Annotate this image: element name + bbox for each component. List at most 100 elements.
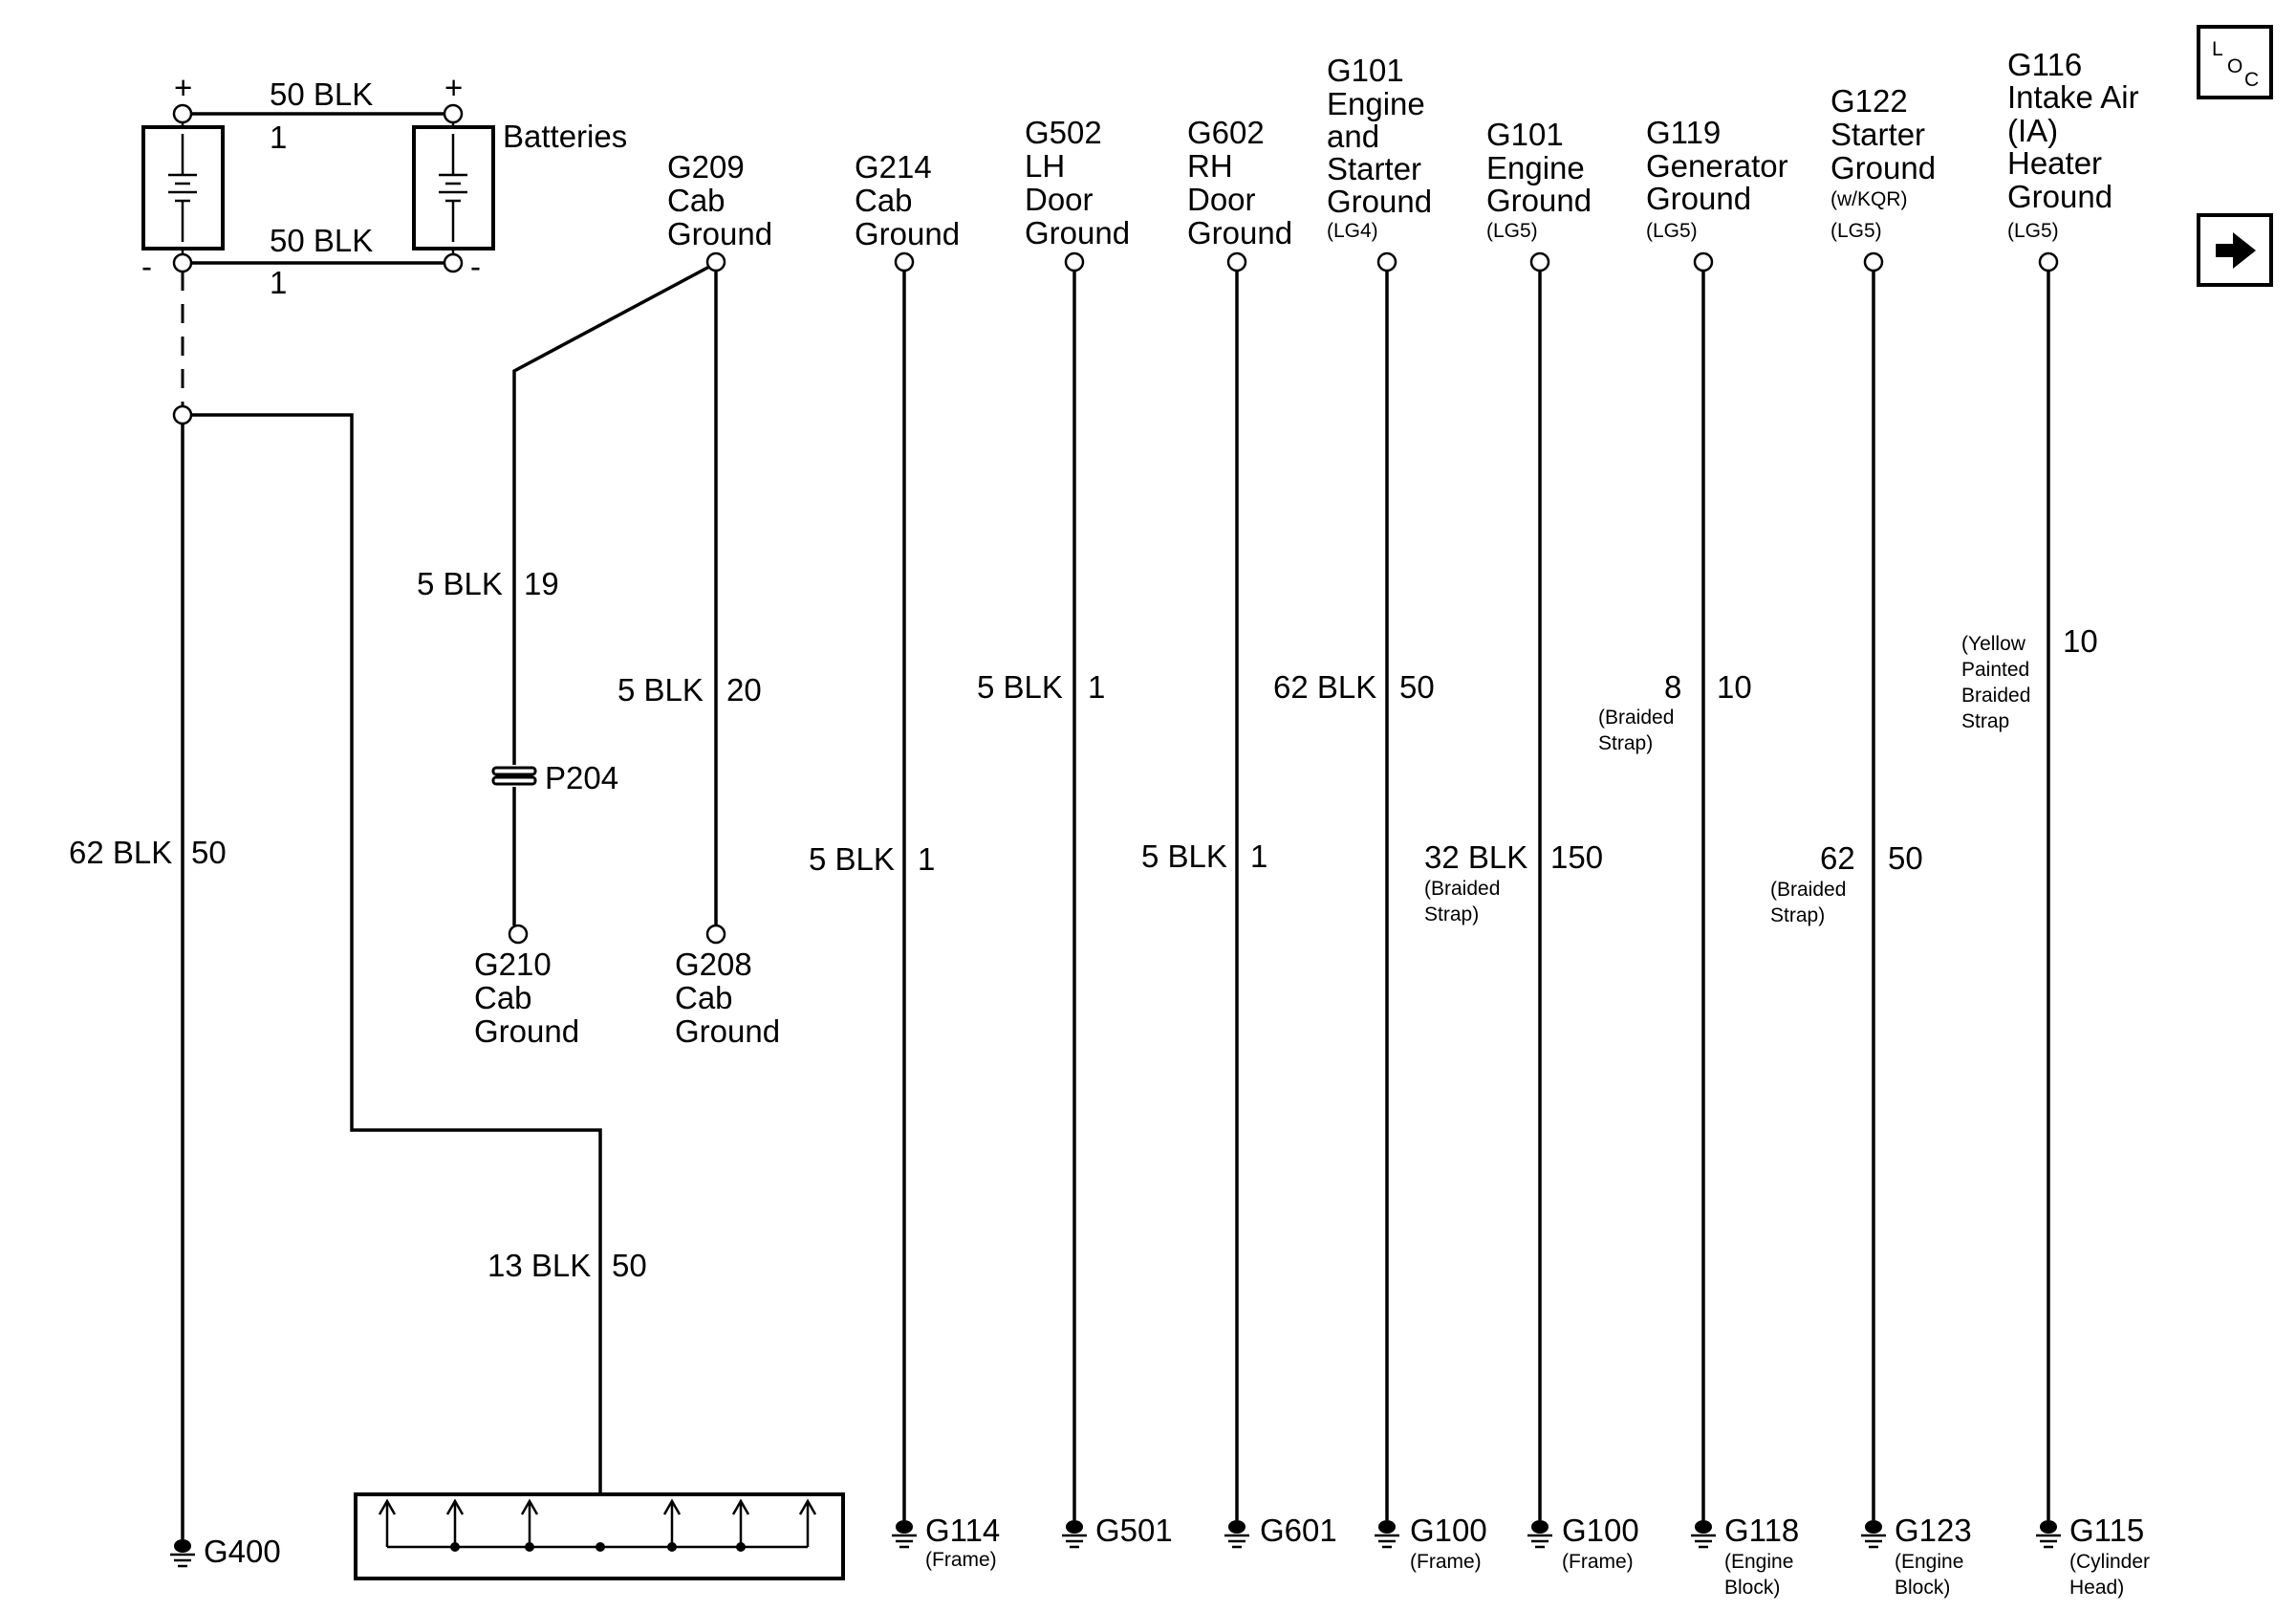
connector-p204: P204 xyxy=(545,760,618,795)
batteries-label: Batteries xyxy=(503,119,627,154)
ground-note: Head) xyxy=(2069,1577,2124,1599)
ground-symbol-icon xyxy=(2036,1520,2061,1549)
next-page-button[interactable] xyxy=(2197,213,2273,287)
ground-g501-label: G501 xyxy=(1095,1513,1173,1548)
terminal xyxy=(894,251,915,272)
inline-connector-icon xyxy=(491,766,537,786)
g119-id: G119 xyxy=(1646,115,1721,150)
location-view-button[interactable]: L O C xyxy=(2197,25,2273,99)
wire-circuit: 1 xyxy=(918,841,935,877)
wire-note: Strap) xyxy=(1598,732,1653,754)
terminal xyxy=(705,924,726,945)
ground-symbol-icon xyxy=(1062,1520,1087,1549)
wire-note: (Braided xyxy=(1424,878,1500,900)
g122-option: (w/KQR) xyxy=(1830,188,1908,210)
wire-note: (Yellow xyxy=(1961,633,2026,655)
ground-symbol-icon xyxy=(170,1539,195,1568)
g209-id: G209 xyxy=(667,149,745,185)
g101a-line4: Ground xyxy=(1327,184,1432,219)
terminal xyxy=(1693,251,1714,272)
ground-g400-label: G400 xyxy=(204,1534,281,1569)
ground-g100-label: G100 xyxy=(1410,1513,1487,1548)
g210-line2: Ground xyxy=(474,1013,579,1049)
wire-circuit: 1 xyxy=(1088,669,1105,705)
g116-id: G116 xyxy=(2007,47,2082,82)
ground-note: (Engine xyxy=(1895,1551,1963,1573)
g101a-line1: Engine xyxy=(1327,86,1425,121)
wire-5-blk-19 xyxy=(512,265,710,765)
g209-line1: Cab xyxy=(667,183,726,218)
wire-gauge: 13 BLK xyxy=(487,1248,591,1283)
plus-sign: + xyxy=(174,70,192,105)
negative-cable-gauge: 50 BLK xyxy=(270,223,373,258)
ground-symbol-icon xyxy=(1527,1520,1552,1549)
wire-gauge: 8 xyxy=(1664,669,1681,705)
ground-g114-label: G114 xyxy=(925,1513,1000,1548)
g210-line1: Cab xyxy=(474,980,532,1015)
g101b-option: (LG5) xyxy=(1486,220,1538,242)
minus-sign: - xyxy=(470,249,481,284)
ground-note: (Frame) xyxy=(1562,1551,1634,1573)
g209-line2: Ground xyxy=(667,216,772,251)
wire-circuit: 1 xyxy=(1250,838,1267,874)
wire-gauge: 5 BLK xyxy=(617,672,704,708)
splice-terminal xyxy=(172,404,193,425)
terminal xyxy=(1226,251,1247,272)
g119-option: (LG5) xyxy=(1646,220,1698,242)
g602-id: G602 xyxy=(1187,115,1265,150)
g602-line2: Door xyxy=(1187,182,1256,217)
arrow-right-icon xyxy=(2216,232,2256,269)
battery-cell-symbol xyxy=(439,134,467,242)
g210-id: G210 xyxy=(474,947,552,982)
wire-gauge: 5 BLK xyxy=(809,841,895,877)
wire-note: Strap) xyxy=(1424,903,1479,925)
wire-gauge: 62 BLK xyxy=(1273,669,1376,705)
g116-option: (LG5) xyxy=(2007,220,2059,242)
g602-line1: RH xyxy=(1187,148,1233,184)
g208-line1: Cab xyxy=(675,980,733,1015)
ground-note: Block) xyxy=(1895,1577,1950,1599)
g101b-line2: Ground xyxy=(1486,183,1592,218)
g101a-line3: Starter xyxy=(1327,151,1421,186)
wire-gauge: 62 xyxy=(1820,840,1855,876)
positive-cable-circuit: 1 xyxy=(270,120,287,155)
negative-cable-circuit: 1 xyxy=(270,265,287,300)
wire-circuit: 50 xyxy=(612,1248,647,1283)
positive-cable-gauge: 50 BLK xyxy=(270,76,373,112)
wire-circuit: 50 xyxy=(1399,669,1435,705)
wire-circuit: 10 xyxy=(1717,669,1752,705)
terminal xyxy=(1529,251,1550,272)
wire-13-blk xyxy=(191,413,602,1494)
terminal xyxy=(1064,251,1085,272)
wire-circuit: 150 xyxy=(1550,839,1603,875)
wire-note: Strap) xyxy=(1770,904,1825,926)
g116-line3: Heater xyxy=(2007,145,2102,181)
g208-id: G208 xyxy=(675,947,752,982)
g122-option: (LG5) xyxy=(1830,220,1882,242)
minus-sign: - xyxy=(141,249,152,284)
wire-gauge: 62 BLK xyxy=(69,835,172,870)
terminal xyxy=(508,924,529,945)
g101a-option: (LG4) xyxy=(1327,220,1378,242)
wire-note: Braided xyxy=(1961,685,2030,707)
g119-line2: Ground xyxy=(1646,181,1751,216)
ground-g100-label: G100 xyxy=(1562,1513,1639,1548)
terminal xyxy=(1863,251,1884,272)
wire-circuit: 10 xyxy=(2063,623,2098,659)
ground-note: (Frame) xyxy=(1410,1551,1482,1573)
wire-gauge: 5 BLK xyxy=(977,669,1063,705)
g502-line2: Door xyxy=(1025,182,1094,217)
g116-line1: Intake Air xyxy=(2007,79,2139,115)
wire-note: (Braided xyxy=(1770,879,1846,901)
terminal xyxy=(1376,251,1397,272)
plus-sign: + xyxy=(444,70,463,105)
g208-line2: Ground xyxy=(675,1013,780,1049)
ground-symbol-icon xyxy=(1375,1520,1399,1549)
batteries-group: + + - - 50 BLK 1 50 BLK 1 Batteries xyxy=(141,70,627,300)
g122-line2: Ground xyxy=(1830,150,1936,185)
ground-bus-bar xyxy=(354,1492,845,1580)
ground-symbol-icon xyxy=(1224,1520,1249,1549)
ground-note: Block) xyxy=(1724,1577,1780,1599)
ground-symbol-icon xyxy=(892,1520,917,1549)
